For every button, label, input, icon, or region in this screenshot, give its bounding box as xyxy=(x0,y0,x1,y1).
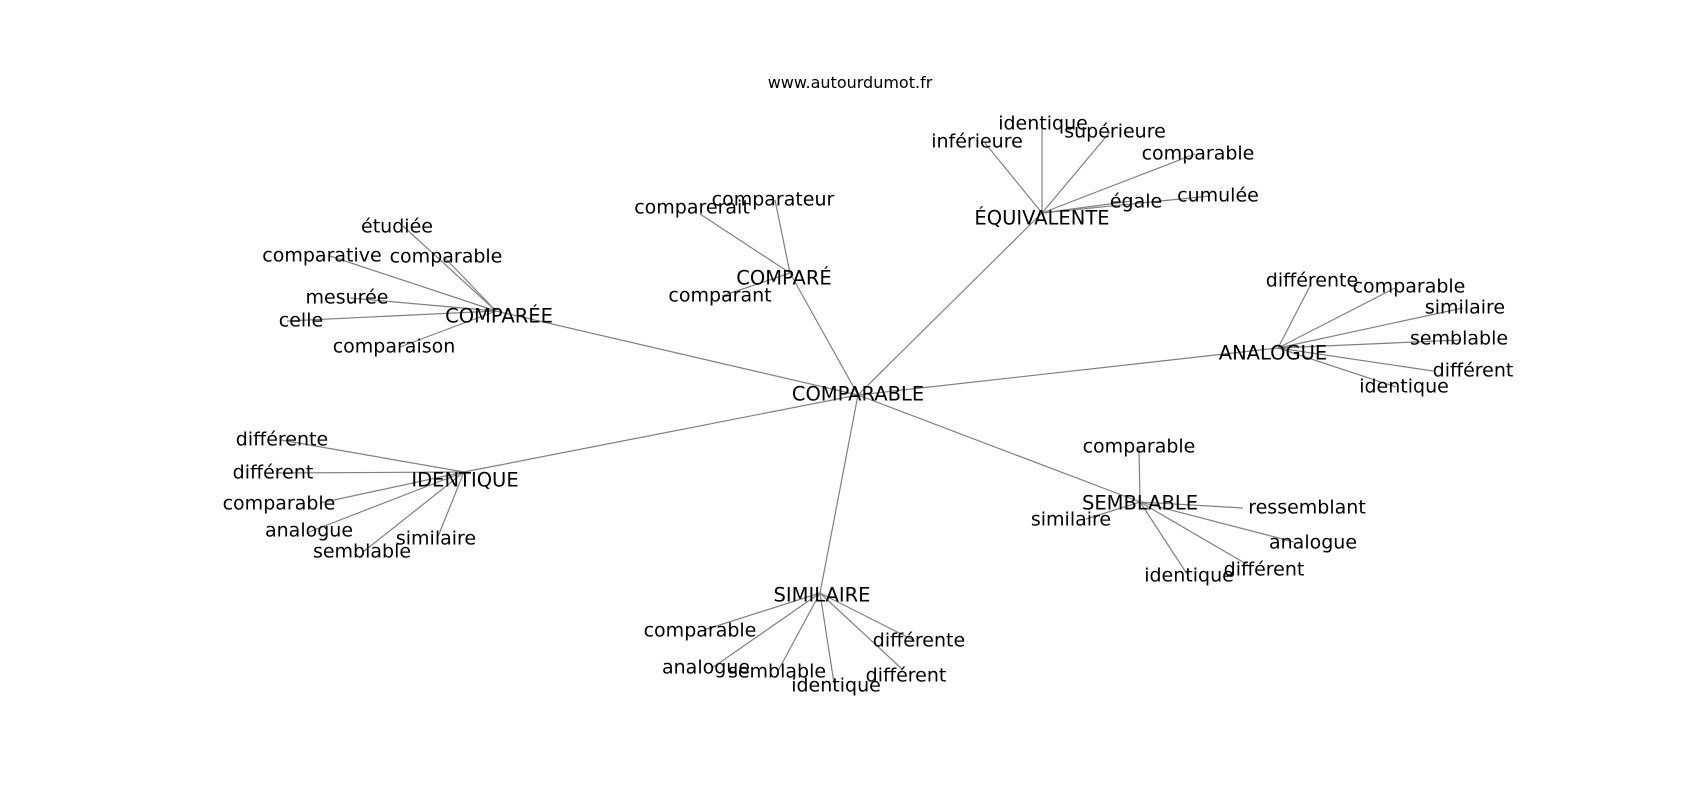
word-node-equivalente-4[interactable]: égale xyxy=(1110,191,1162,213)
edge-similaire-2 xyxy=(777,592,821,672)
edge-comparee-0 xyxy=(402,225,497,312)
word-node-compare-2[interactable]: comparant xyxy=(668,285,771,307)
edge-root-analogue xyxy=(857,347,1279,396)
word-node-comparee-4[interactable]: celle xyxy=(279,310,323,332)
edge-analogue-2 xyxy=(1277,307,1464,349)
word-node-comparee-5[interactable]: comparaison xyxy=(333,336,456,358)
edge-analogue-5 xyxy=(1277,347,1397,388)
word-node-analogue-2[interactable]: similaire xyxy=(1425,297,1505,319)
edge-identique-0 xyxy=(280,439,465,473)
word-node-similaire-4[interactable]: différente xyxy=(873,630,965,652)
word-node-comparee-0[interactable]: étudiée xyxy=(361,216,433,238)
edge-similaire-4 xyxy=(819,592,916,642)
edges xyxy=(275,124,1464,684)
word-node-identique-4[interactable]: semblable xyxy=(313,541,411,563)
edge-similaire-5 xyxy=(819,592,903,670)
word-node-semblable-2[interactable]: similaire xyxy=(1031,509,1111,531)
edge-semblable-1 xyxy=(1139,501,1244,509)
hub-node-analogue[interactable]: ANALOGUE xyxy=(1219,342,1328,365)
edge-comparee-1 xyxy=(329,255,497,312)
word-node-similaire-1[interactable]: analogue xyxy=(662,657,750,679)
word-node-equivalente-0[interactable]: inférieure xyxy=(931,131,1023,153)
word-node-equivalente-1[interactable]: identique xyxy=(998,113,1088,135)
edge-root-semblable xyxy=(857,394,1141,503)
edge-root-comparee xyxy=(495,310,859,396)
labels: inférieureidentiquesupérieurecomparableé… xyxy=(223,113,1514,697)
word-node-semblable-3[interactable]: analogue xyxy=(1269,532,1357,554)
edge-similaire-0 xyxy=(703,592,821,631)
edge-identique-1 xyxy=(275,471,465,474)
word-node-analogue-3[interactable]: semblable xyxy=(1410,328,1508,350)
word-node-compare-0[interactable]: comparerait xyxy=(634,197,750,219)
hub-node-similaire[interactable]: SIMILAIRE xyxy=(774,584,871,607)
word-node-compare-1[interactable]: comparateur xyxy=(712,189,835,211)
edge-analogue-4 xyxy=(1277,347,1434,372)
word-node-identique-1[interactable]: différent xyxy=(233,462,314,484)
root-node[interactable]: COMPARABLE xyxy=(792,383,924,406)
edge-root-equivalente xyxy=(857,212,1043,396)
edge-comparee-3 xyxy=(349,297,497,312)
word-node-comparee-3[interactable]: mesurée xyxy=(306,287,389,309)
edge-identique-5 xyxy=(436,471,465,540)
edge-comparee-4 xyxy=(286,310,497,322)
edge-compare-1 xyxy=(774,199,791,274)
edge-semblable-5 xyxy=(1139,501,1188,575)
edge-compare-0 xyxy=(699,213,791,274)
edge-semblable-3 xyxy=(1139,501,1295,543)
hub-node-semblable[interactable]: SEMBLABLE xyxy=(1082,492,1198,515)
word-node-similaire-5[interactable]: différent xyxy=(866,665,947,687)
edge-similaire-3 xyxy=(819,592,835,684)
word-node-similaire-2[interactable]: semblable xyxy=(728,661,826,683)
hub-node-equivalente[interactable]: ÉQUIVALENTE xyxy=(974,207,1109,230)
source-url: www.autourdumot.fr xyxy=(768,73,933,92)
word-node-equivalente-2[interactable]: supérieure xyxy=(1064,121,1166,143)
hub-node-identique[interactable]: IDENTIQUE xyxy=(411,469,518,492)
edge-equivalente-3 xyxy=(1041,153,1196,214)
word-node-equivalente-3[interactable]: comparable xyxy=(1142,143,1255,165)
edge-analogue-0 xyxy=(1277,285,1311,349)
word-node-identique-2[interactable]: comparable xyxy=(223,493,336,515)
edge-analogue-1 xyxy=(1277,287,1396,349)
edge-comparee-2 xyxy=(443,256,497,312)
edge-identique-2 xyxy=(319,471,465,504)
word-node-equivalente-5[interactable]: cumulée xyxy=(1177,185,1259,207)
edge-compare-2 xyxy=(721,272,791,297)
word-node-semblable-4[interactable]: différent xyxy=(1224,559,1305,581)
word-node-analogue-0[interactable]: différente xyxy=(1266,270,1358,292)
edge-root-similaire xyxy=(819,394,859,594)
edge-equivalente-2 xyxy=(1041,131,1111,214)
edge-analogue-3 xyxy=(1277,339,1461,349)
word-node-semblable-5[interactable]: identique xyxy=(1144,565,1234,587)
edge-identique-3 xyxy=(308,471,465,533)
edge-semblable-0 xyxy=(1138,447,1141,503)
edge-equivalente-0 xyxy=(984,142,1043,214)
word-node-analogue-5[interactable]: identique xyxy=(1359,376,1449,398)
edge-similaire-1 xyxy=(711,592,821,669)
edge-semblable-4 xyxy=(1139,501,1249,566)
edge-comparee-5 xyxy=(399,310,497,348)
word-node-identique-0[interactable]: différente xyxy=(236,429,328,451)
word-node-semblable-0[interactable]: comparable xyxy=(1083,436,1196,458)
word-node-identique-3[interactable]: analogue xyxy=(265,520,353,542)
word-node-identique-5[interactable]: similaire xyxy=(396,528,476,550)
word-node-analogue-4[interactable]: différent xyxy=(1433,360,1514,382)
edge-root-identique xyxy=(463,394,859,473)
word-node-comparee-1[interactable]: comparative xyxy=(262,245,381,267)
edge-root-compare xyxy=(789,272,859,396)
edge-equivalente-5 xyxy=(1041,195,1211,214)
word-node-comparee-2[interactable]: comparable xyxy=(390,246,503,268)
word-node-semblable-1[interactable]: ressemblant xyxy=(1248,497,1366,519)
word-node-analogue-1[interactable]: comparable xyxy=(1353,276,1466,298)
hub-node-comparee[interactable]: COMPARÉE xyxy=(445,305,553,328)
hub-node-compare[interactable]: COMPARÉ xyxy=(736,267,832,290)
edge-semblable-2 xyxy=(1085,501,1141,520)
edge-identique-4 xyxy=(362,471,465,553)
word-node-similaire-0[interactable]: comparable xyxy=(644,620,757,642)
word-node-similaire-3[interactable]: identique xyxy=(791,675,881,697)
